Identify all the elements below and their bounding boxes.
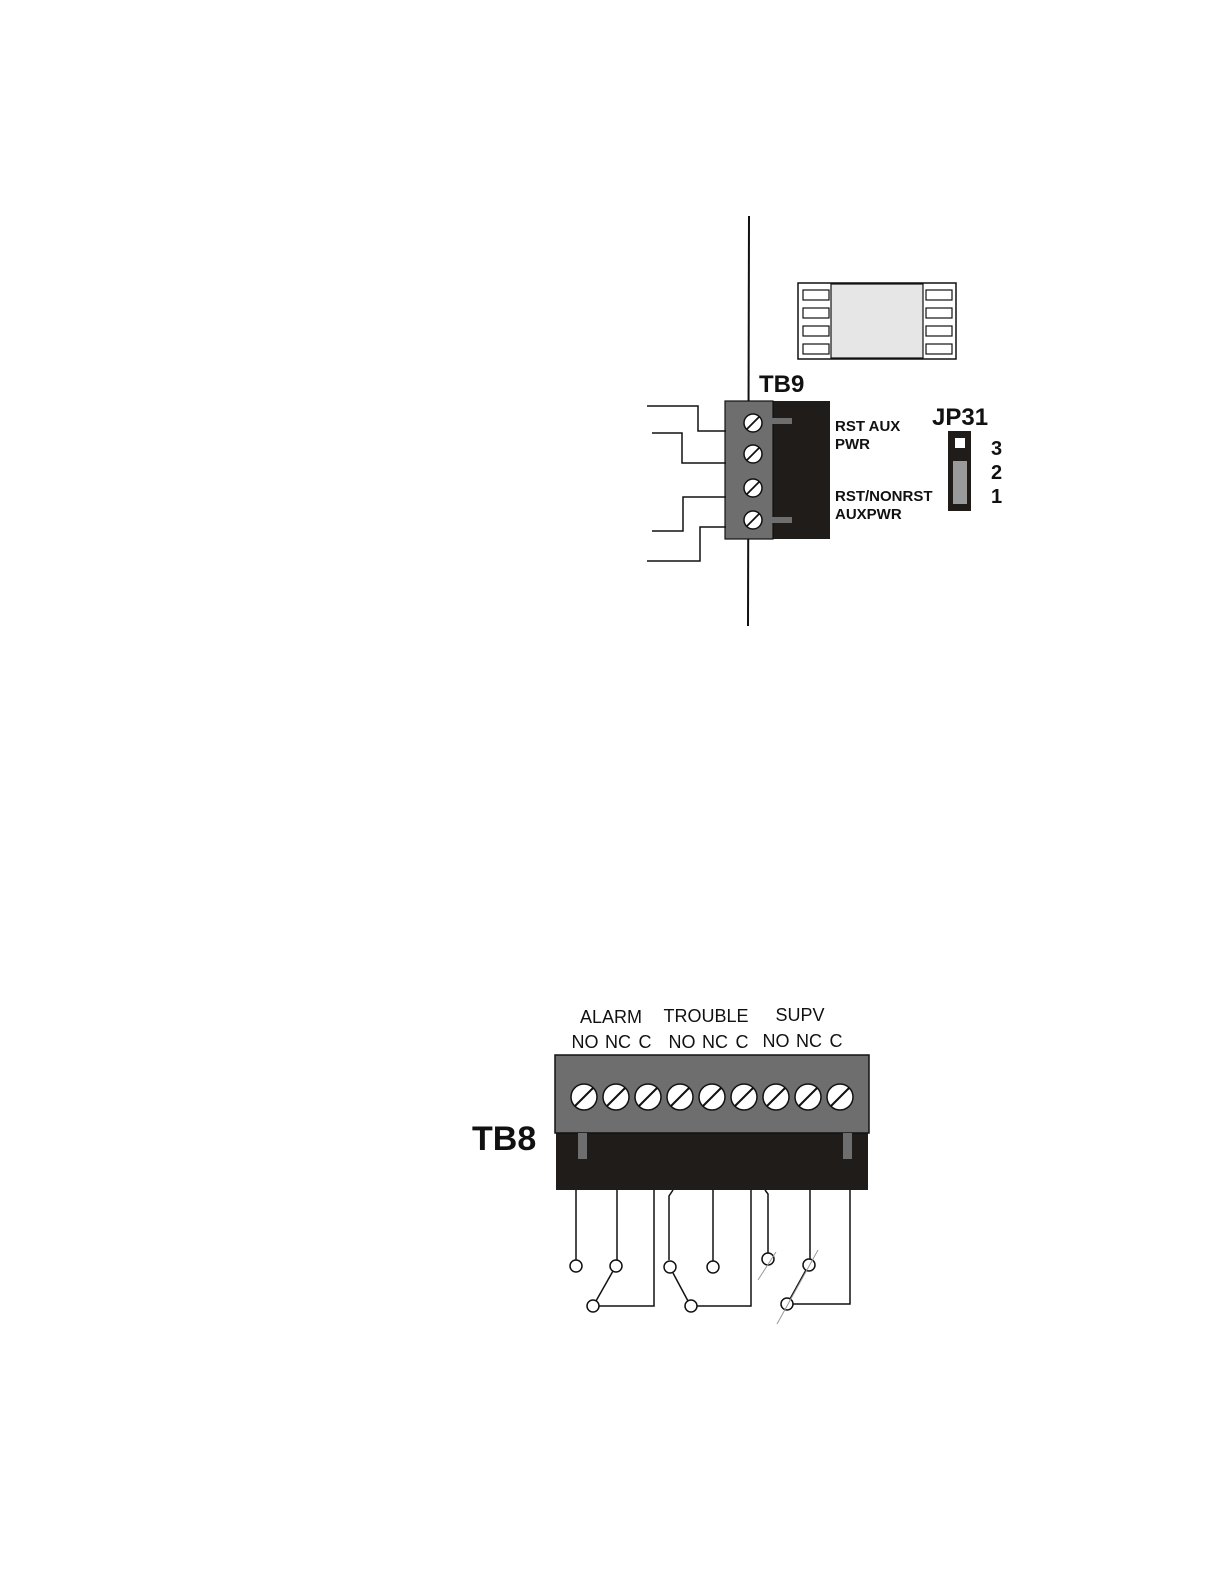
tb8-pin-tab xyxy=(843,1133,852,1159)
relay-pin xyxy=(803,308,829,318)
tb9-section: TB9 xyxy=(647,216,1002,626)
jp31-pin-1-label: 1 xyxy=(991,486,1002,508)
alarm-no-terminal xyxy=(570,1260,582,1272)
tb8-supv-c: C xyxy=(830,1031,843,1051)
supv-hatch-mark xyxy=(777,1250,818,1324)
tb8-terminal-block xyxy=(555,1055,869,1190)
alarm-c-terminal xyxy=(587,1300,599,1312)
relay-pin xyxy=(803,344,829,354)
tb8-alarm-nc: NC xyxy=(605,1032,631,1052)
tb9-wire-1 xyxy=(647,406,726,431)
tb8-alarm-wiring xyxy=(570,1190,654,1312)
supv-switch-arm xyxy=(790,1270,806,1299)
tb8-screw-9 xyxy=(827,1084,853,1110)
tb9-wire-3 xyxy=(652,497,726,531)
tb8-label: TB8 xyxy=(472,1120,536,1158)
supv-nc-terminal xyxy=(803,1259,815,1271)
alarm-c-wire xyxy=(599,1190,654,1306)
tb8-screw-4 xyxy=(667,1084,693,1110)
trouble-c-terminal xyxy=(685,1300,697,1312)
supv-c-wire xyxy=(793,1190,850,1304)
supv-no-terminal xyxy=(762,1253,774,1265)
tb8-alarm-no: NO xyxy=(572,1032,599,1052)
tb9-auxpwr-label: AUXPWR xyxy=(835,506,902,523)
tb8-supv-title: SUPV xyxy=(775,1005,824,1025)
jp31-jumper xyxy=(948,431,971,511)
supv-no-wire xyxy=(765,1190,768,1253)
tb8-alarm-c: C xyxy=(639,1032,652,1052)
relay-component xyxy=(798,283,956,359)
tb9-pin-tab xyxy=(772,418,792,424)
jp31-pin-2-label: 2 xyxy=(991,462,1002,484)
tb8-screw-8 xyxy=(795,1084,821,1110)
jp31-pin-3 xyxy=(955,438,965,448)
tb8-trouble-wiring xyxy=(664,1190,751,1312)
jp31-label: JP31 xyxy=(932,404,988,431)
tb8-section: ALARM TROUBLE SUPV NO NC C NO NC C NO NC… xyxy=(472,1005,869,1324)
tb8-screw-6 xyxy=(731,1084,757,1110)
tb9-wires xyxy=(647,406,726,561)
trouble-switch-arm xyxy=(673,1273,688,1301)
alarm-nc-terminal xyxy=(610,1260,622,1272)
tb9-screw-4 xyxy=(744,511,762,529)
alarm-switch-arm xyxy=(596,1271,613,1301)
trouble-nc-terminal xyxy=(707,1261,719,1273)
tb8-trouble-c: C xyxy=(736,1032,749,1052)
tb8-trouble-title: TROUBLE xyxy=(663,1006,748,1026)
tb8-supv-wiring xyxy=(758,1190,850,1324)
tb8-trouble-nc: NC xyxy=(702,1032,728,1052)
relay-pin xyxy=(803,290,829,300)
tb9-screw-3 xyxy=(744,479,762,497)
tb8-pin-tab xyxy=(578,1133,587,1159)
tb9-rst-nonrst-label: RST/NONRST xyxy=(835,488,933,505)
trouble-c-wire xyxy=(697,1190,751,1306)
tb8-screw-1 xyxy=(571,1084,597,1110)
tb9-wire-2 xyxy=(652,433,726,463)
tb9-pin-tab xyxy=(772,517,792,523)
tb8-supv-nc: NC xyxy=(796,1031,822,1051)
relay-pin xyxy=(926,308,952,318)
tb8-supv-no: NO xyxy=(763,1031,790,1051)
tb9-screw-2 xyxy=(744,445,762,463)
tb9-terminal-block xyxy=(725,401,830,539)
tb8-screw-5 xyxy=(699,1084,725,1110)
jp31-shunt xyxy=(953,461,967,504)
tb8-screw-2 xyxy=(603,1084,629,1110)
relay-pin xyxy=(926,290,952,300)
tb9-pwr-label: PWR xyxy=(835,436,870,453)
tb8-screw-3 xyxy=(635,1084,661,1110)
tb9-screw-1 xyxy=(744,414,762,432)
tb8-alarm-title: ALARM xyxy=(580,1007,642,1027)
relay-pin xyxy=(803,326,829,336)
tb9-rst-aux-label: RST AUX xyxy=(835,418,900,435)
jp31-pin-3-label: 3 xyxy=(991,438,1002,460)
trouble-no-terminal xyxy=(664,1261,676,1273)
tb8-trouble-no: NO xyxy=(669,1032,696,1052)
tb8-screw-7 xyxy=(763,1084,789,1110)
supv-c-terminal xyxy=(781,1298,793,1310)
relay-pin xyxy=(926,326,952,336)
relay-pin xyxy=(926,344,952,354)
trouble-no-wire xyxy=(669,1190,673,1260)
tb9-label: TB9 xyxy=(759,371,804,398)
tb9-wire-4 xyxy=(647,527,726,561)
